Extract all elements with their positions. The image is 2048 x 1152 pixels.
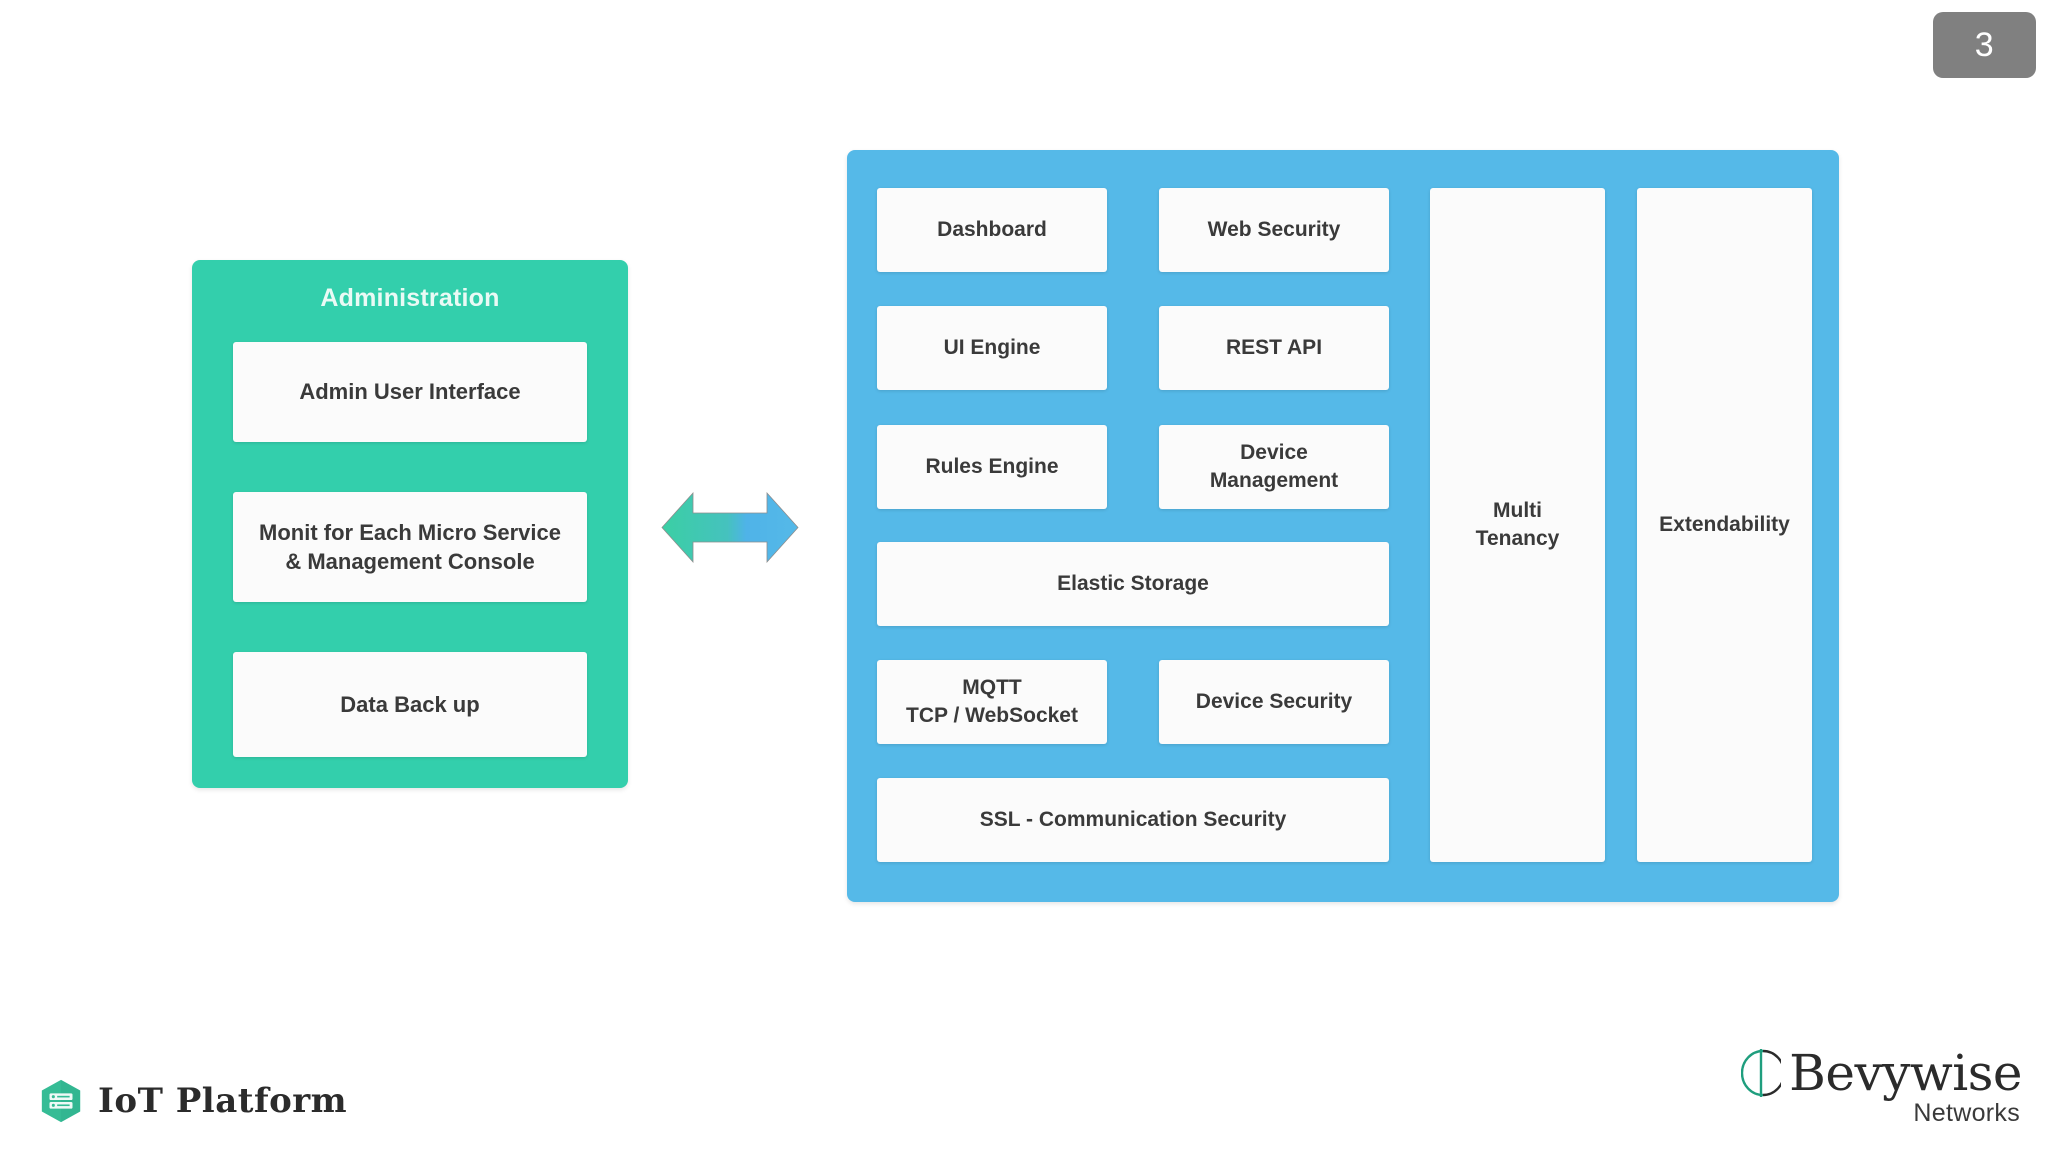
page-number-badge: 3 (1933, 12, 2036, 78)
bevywise-logo-subtitle: Networks (1913, 1099, 2020, 1127)
admin-card-data-back-up[interactable]: Data Back up (233, 652, 587, 757)
iot-platform-logo-text: IoT Platform (98, 1081, 348, 1121)
platform-card-rules-engine[interactable]: Rules Engine (877, 425, 1107, 509)
double-arrow-horizontal-icon (661, 491, 799, 564)
admin-card-admin-user-interface[interactable]: Admin User Interface (233, 342, 587, 442)
iot-hexagon-server-icon (41, 1079, 81, 1123)
admin-card-label: Monit for Each Micro Service& Management… (259, 519, 561, 574)
platform-card-rest-api[interactable]: REST API (1159, 306, 1389, 390)
bevywise-circle-icon (1741, 1049, 1782, 1097)
platform-card-label: Elastic Storage (1057, 572, 1209, 596)
connector-arrow (660, 485, 800, 570)
platform-card-label: Rules Engine (925, 455, 1059, 479)
platform-panel: Dashboard UI Engine Rules Engine Web Sec… (847, 150, 1839, 902)
platform-card-extendability[interactable]: Extendability (1637, 188, 1812, 862)
platform-card-label: Web Security (1207, 218, 1341, 242)
bevywise-logo-name: Bevywise (1789, 1044, 2022, 1102)
admin-card-label: Admin User Interface (299, 379, 521, 405)
admin-card-label: Data Back up (340, 691, 480, 717)
platform-card-label: Dashboard (937, 218, 1047, 242)
platform-card-label: Device Security (1195, 690, 1353, 714)
administration-title: Administration (320, 284, 500, 312)
admin-card-monit-management-console[interactable]: Monit for Each Micro Service& Management… (233, 492, 587, 602)
platform-card-label: SSL - Communication Security (979, 808, 1287, 832)
platform-card-ui-engine[interactable]: UI Engine (877, 306, 1107, 390)
administration-panel: Administration Admin User Interface Moni… (192, 260, 628, 788)
platform-card-label: REST API (1225, 336, 1323, 360)
platform-card-label: UI Engine (943, 336, 1041, 360)
platform-card-device-security[interactable]: Device Security (1159, 660, 1389, 744)
iot-platform-logo: IoT Platform (38, 1078, 347, 1124)
platform-card-ssl-communication-security[interactable]: SSL - Communication Security (877, 778, 1389, 862)
platform-card-web-security[interactable]: Web Security (1159, 188, 1389, 272)
platform-card-dashboard[interactable]: Dashboard (877, 188, 1107, 272)
platform-card-label: Extendability (1659, 513, 1790, 537)
bevywise-logo: Bevywise Networks (1741, 1045, 2022, 1128)
platform-card-elastic-storage[interactable]: Elastic Storage (877, 542, 1389, 626)
